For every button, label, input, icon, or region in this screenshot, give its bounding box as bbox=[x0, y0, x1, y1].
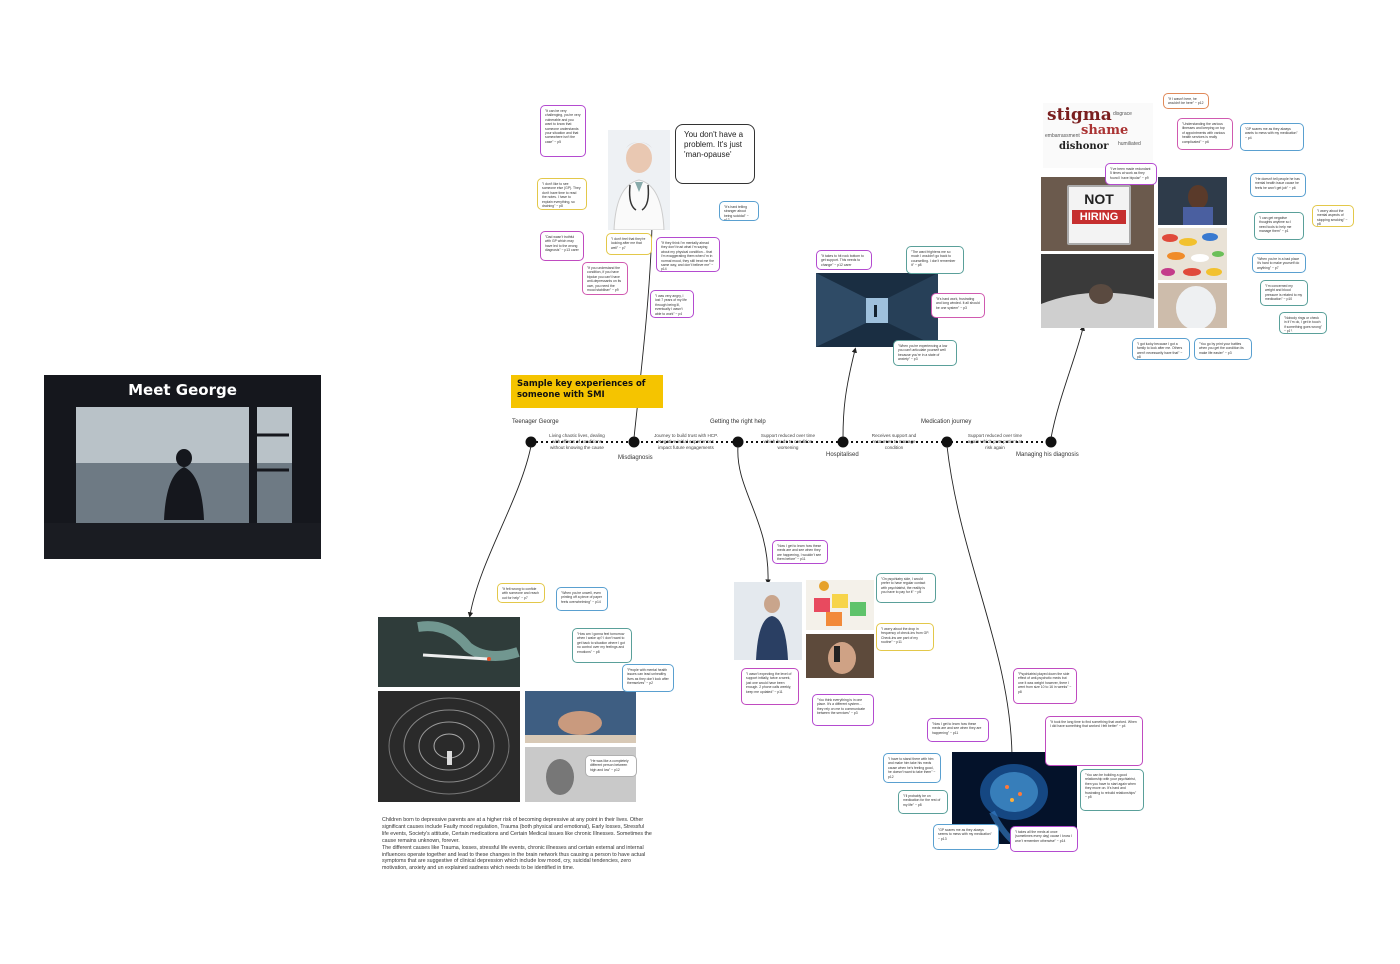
timeline-node bbox=[941, 436, 953, 448]
quote-bubble: "I don't like to see someone else (GP). … bbox=[537, 178, 587, 210]
quote-bubble: "I got lucky because I got a family to l… bbox=[1132, 338, 1190, 360]
label-managing: Managing his diagnosis bbox=[1016, 452, 1079, 458]
quote-bubble: "How am I gonna feel tomorrow when I wak… bbox=[572, 628, 632, 663]
stigma-word-cloud: stigma shame dishonor embarrassment humi… bbox=[1043, 103, 1153, 168]
hero-image: Meet George bbox=[44, 375, 321, 559]
sign-hiring: HIRING bbox=[1072, 210, 1126, 224]
quote-bubble: "I was very angry, I lost 7 years of my … bbox=[650, 290, 694, 318]
quote-bubble: "It felt wrong to confide with someone a… bbox=[497, 583, 545, 603]
desc-chaotic: Living chaotic lives, dealing with effec… bbox=[549, 433, 605, 450]
tunnel-drawing bbox=[378, 691, 520, 802]
not-hiring-photo: NOT HIRING bbox=[1041, 177, 1154, 251]
humiliated-word: humiliated bbox=[1118, 141, 1141, 147]
quote-bubble: "Now I get to learn how these meds are a… bbox=[927, 718, 989, 742]
quote-bubble: "On psychiatry side, I would prefer to h… bbox=[876, 573, 936, 603]
dishonor-word: dishonor bbox=[1059, 141, 1109, 152]
not-hiring-sign: NOT HIRING bbox=[1067, 185, 1131, 245]
quote-bubble: "Nobody rings or check in if I'm ok, I g… bbox=[1279, 312, 1327, 334]
arrow-managing bbox=[1050, 325, 1085, 439]
quote-bubble: "When you're experiencing a low you can'… bbox=[893, 340, 957, 366]
quote-bubble: "You go by print your battles when you g… bbox=[1194, 338, 1252, 360]
quote-bubble: "Now I get to learn how these meds are a… bbox=[772, 540, 828, 564]
quote-bubble: "It takes to hit rock bottom to get supp… bbox=[816, 250, 872, 270]
quote-bubble: "If they think I'm mentally ahead they d… bbox=[656, 237, 720, 272]
quote-bubble: "I've been made redundant 5 times at wor… bbox=[1105, 163, 1157, 185]
quote-bubble: "Understanding the various illnesses and… bbox=[1177, 118, 1233, 150]
sticky-note: Sample key experiences of someone with S… bbox=[511, 375, 663, 408]
quote-bubble: "If I wasn't here, he wouldn't be here" … bbox=[1163, 93, 1209, 109]
quote-bubble: "If you understand the condition, if you… bbox=[582, 262, 628, 295]
desc-support-reduced: Support reduced over time which leads to… bbox=[760, 433, 816, 450]
label-hospitalised: Hospitalised bbox=[826, 452, 859, 458]
quote-bubble: "You think everything is in one place. I… bbox=[812, 694, 874, 726]
arrow-help bbox=[737, 445, 771, 585]
arrow-misdiagnosis bbox=[633, 223, 655, 439]
label-teenager: Teenager George bbox=[512, 419, 559, 425]
label-right-help: Getting the right help bbox=[710, 419, 766, 425]
sign-not: NOT bbox=[1084, 191, 1114, 207]
disgrace-word: disgrace bbox=[1113, 111, 1132, 117]
quote-bubble: "People with mental health issues can le… bbox=[622, 664, 674, 692]
quote-bubble: "I worry about the mental aspects of sto… bbox=[1312, 205, 1354, 227]
quote-bubble: "GP scares me as they always seems to me… bbox=[933, 824, 999, 850]
timeline-node bbox=[732, 436, 744, 448]
worried-woman-photo bbox=[1158, 177, 1227, 225]
embarrassment-word: embarrassment bbox=[1045, 133, 1080, 139]
quote-bubble: "When you're in a bad place it's hard to… bbox=[1252, 253, 1306, 273]
weight-photo bbox=[1158, 283, 1227, 328]
quote-bubble: "GP scares me as they always wants to me… bbox=[1240, 123, 1304, 151]
quote-bubble: "The ward frightens me so much I wouldn'… bbox=[906, 246, 964, 274]
quote-bubble: "I worry about the drop in frequency of … bbox=[876, 623, 934, 651]
quote-bubble: "Psychiatrist played down the side effec… bbox=[1013, 668, 1077, 704]
quote-bubble: "I don't feel that they're looking after… bbox=[606, 233, 652, 255]
quote-bubble: "It took the long time to find something… bbox=[1045, 716, 1143, 766]
quote-bubble: "He doesn't tell people he has mental he… bbox=[1250, 173, 1306, 197]
quote-bubble: "I have to stand there with him and make… bbox=[883, 753, 941, 783]
desc-trust: Journey to build trust with HCP. Negativ… bbox=[654, 433, 718, 450]
person-in-bed-photo bbox=[1041, 254, 1154, 328]
quote-bubble: "I wasn't expecting the level of support… bbox=[741, 668, 799, 705]
timeline-node bbox=[525, 436, 537, 448]
quote-bubble: "You can be building a good relationship… bbox=[1080, 769, 1144, 811]
timeline-node bbox=[628, 436, 640, 448]
label-medication: Medication journey bbox=[921, 419, 972, 425]
timeline-node bbox=[837, 436, 849, 448]
doctor-photo bbox=[608, 130, 670, 230]
quote-bubble: "Dad wasn't truthful with GP which may h… bbox=[540, 231, 584, 261]
shame-word: shame bbox=[1081, 123, 1129, 138]
pills-photo bbox=[1158, 228, 1227, 280]
label-misdiagnosis: Misdiagnosis bbox=[618, 455, 653, 461]
quote-bubble: "He was like a completely different pers… bbox=[585, 755, 637, 777]
arrow-hospital bbox=[842, 347, 857, 439]
quote-bubble: "I can get negative thoughts anytime so … bbox=[1254, 212, 1304, 240]
phone-call-photo bbox=[806, 634, 874, 678]
quote-bubble: "It can be very challenging, you're very… bbox=[540, 105, 586, 157]
quote-bubble: "It's hard work, frustrating and long wi… bbox=[931, 293, 985, 318]
quote-bubble: "I takes all the meds at once (sometimes… bbox=[1010, 826, 1078, 852]
quote-bubble: "I'll probably be on medication for the … bbox=[898, 790, 948, 814]
doctor-speech-bubble: You don't have a problem. It's just 'man… bbox=[675, 124, 755, 184]
quote-bubble: "When you're unwell, even printing off a… bbox=[556, 587, 608, 611]
desc-support-received: Receives support and resources to manage… bbox=[871, 433, 917, 450]
desc-support-again: Support reduced over time again which pu… bbox=[967, 433, 1023, 450]
smoking-photo bbox=[378, 617, 520, 687]
body-paragraph-1: Children born to depressive parents are … bbox=[382, 817, 652, 844]
quote-bubble: "I'm concerned my weight and blood press… bbox=[1260, 280, 1308, 306]
quote-bubble: "It's hard telling stranger about being … bbox=[719, 201, 759, 221]
body-text: Children born to depressive parents are … bbox=[382, 817, 652, 872]
hospital-corridor-photo bbox=[816, 273, 938, 347]
body-paragraph-2: The different causes like Trauma, losses… bbox=[382, 844, 646, 872]
stigma-word: stigma bbox=[1047, 105, 1112, 125]
hero-title: Meet George bbox=[128, 381, 237, 399]
hands-photo bbox=[525, 691, 636, 743]
window-silhouette-illustration bbox=[44, 375, 321, 559]
timeline-node bbox=[1045, 436, 1057, 448]
arrow-medication bbox=[946, 445, 1015, 758]
sticky-notes-photo bbox=[806, 580, 874, 630]
nurse-photo bbox=[734, 582, 802, 660]
arrow-teen bbox=[467, 445, 532, 618]
